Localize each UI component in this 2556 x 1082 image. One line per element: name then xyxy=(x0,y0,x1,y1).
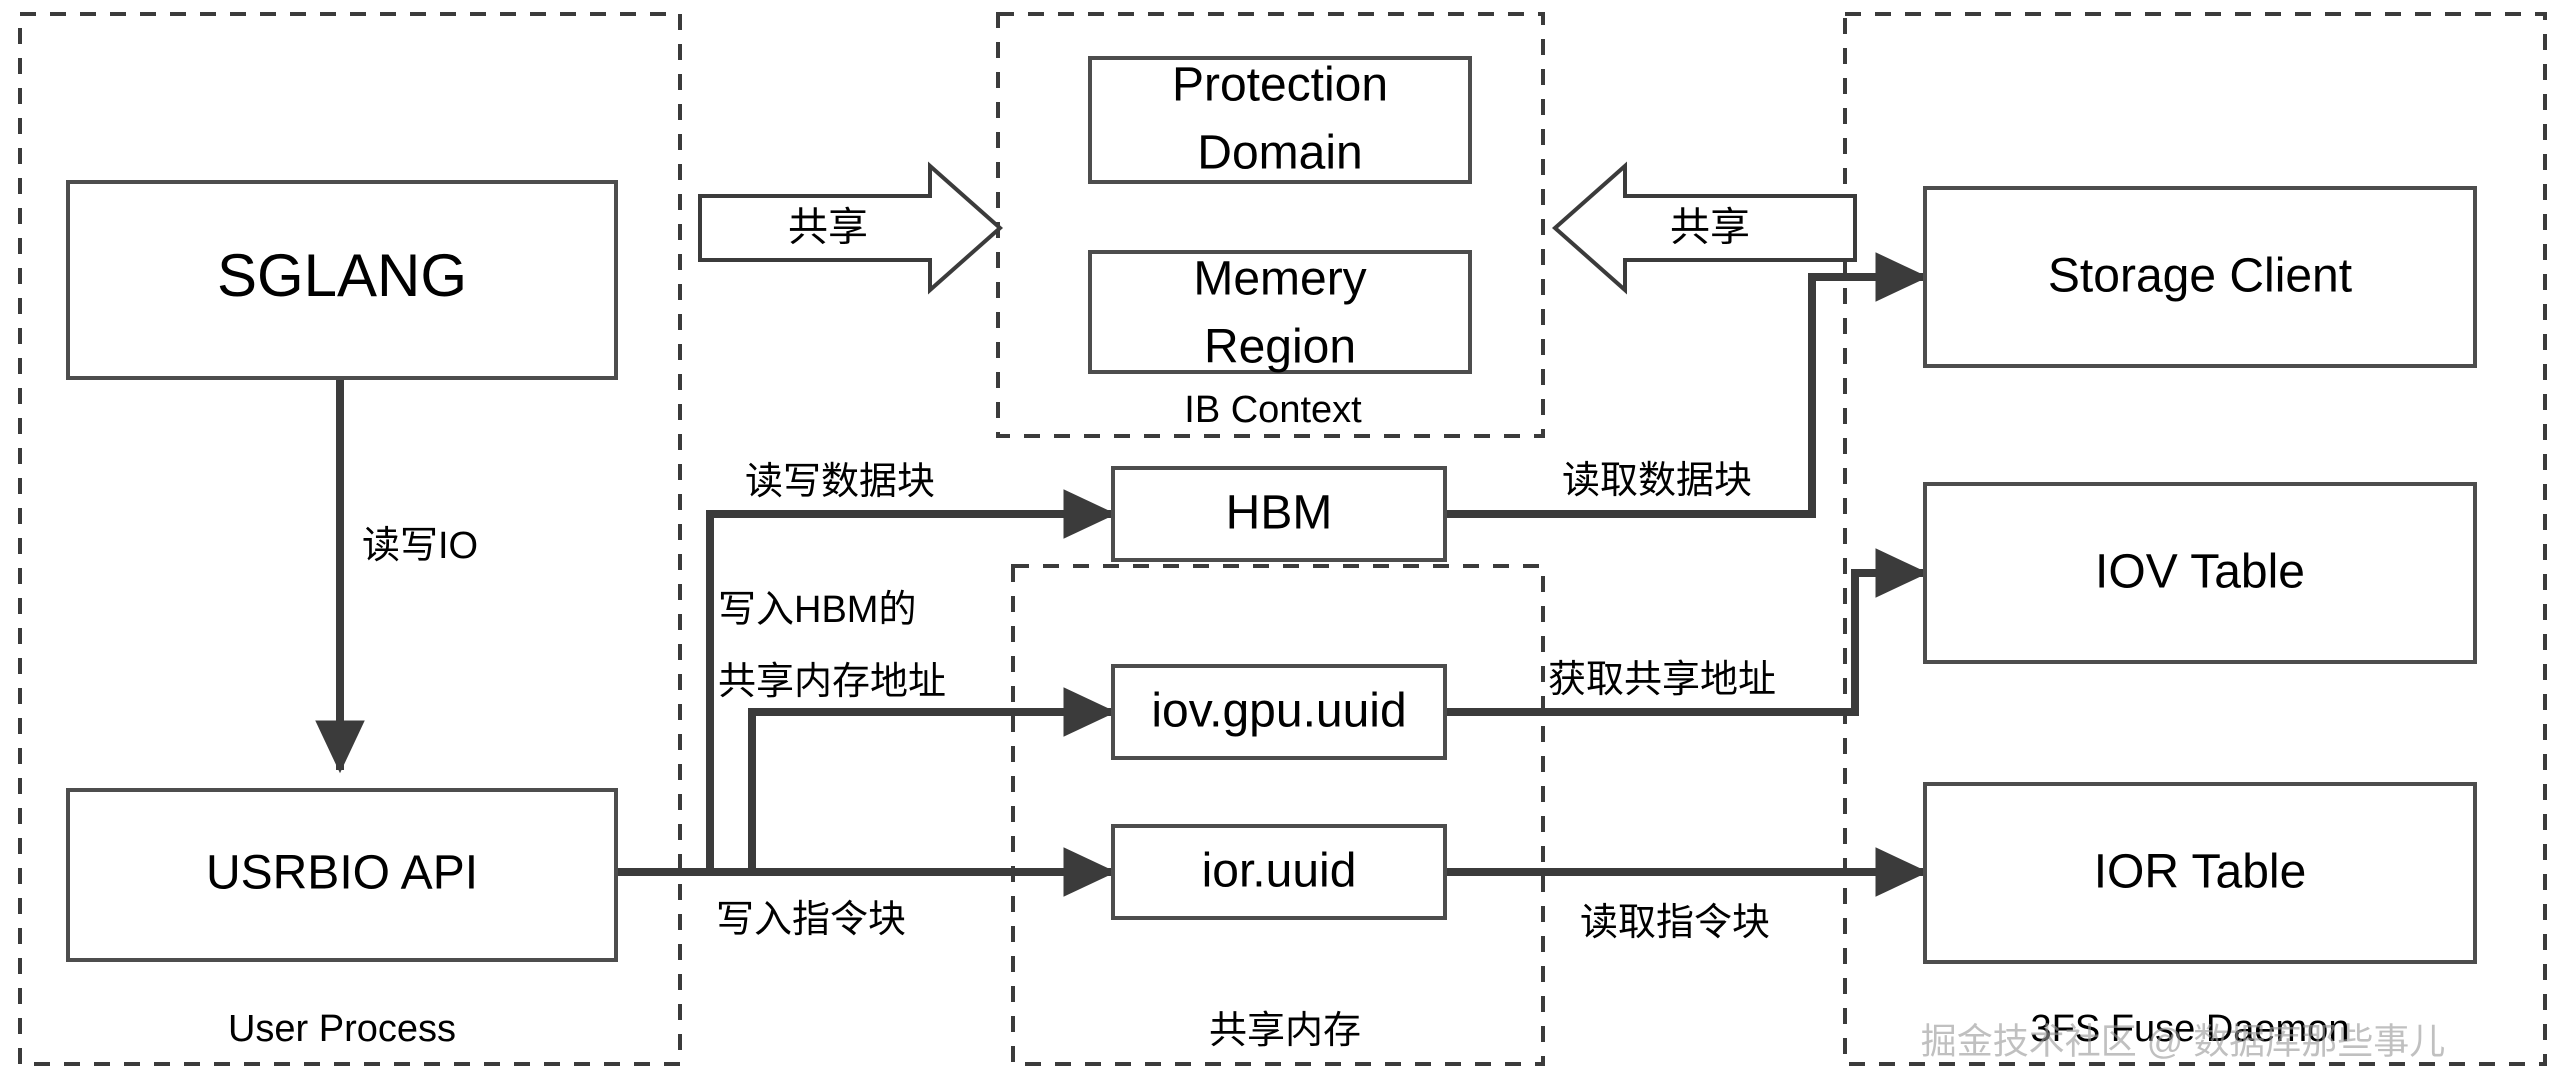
box-label-sglang: SGLANG xyxy=(217,242,467,309)
edge-label-read-data-block: 读取数据块 xyxy=(1562,460,1752,502)
box-memery-region[interactable] xyxy=(1088,250,1472,374)
box-label-memery-region-line1: Memery xyxy=(1193,253,1366,306)
box-label-storage-client: Storage Client xyxy=(2048,250,2352,303)
zone-fuse-daemon xyxy=(1843,12,2547,1066)
box-label-protection-domain-line2: Domain xyxy=(1197,127,1362,180)
box-hbm[interactable] xyxy=(1111,466,1447,562)
zone-label-fuse-daemon: 3FS Fuse Daemon xyxy=(2031,1008,2350,1050)
box-iov-gpu-uuid[interactable] xyxy=(1111,664,1447,760)
connector-usrbio-to-hbm xyxy=(706,489,1117,872)
block-arrow-label-share-ltr: 共享 xyxy=(788,206,868,250)
zone-label-shared-memory: 共享内存 xyxy=(1209,1010,1361,1052)
box-sglang[interactable] xyxy=(66,180,618,380)
box-label-protection-domain-line1: Protection xyxy=(1172,59,1388,112)
box-label-usrbio-api: USRBIO API xyxy=(206,847,478,900)
box-label-iov-table: IOV Table xyxy=(2095,546,2305,599)
connector-usrbio-to-iov xyxy=(748,687,1117,872)
edge-label-read-write-data-block: 读写数据块 xyxy=(745,461,935,503)
box-ior-table[interactable] xyxy=(1923,782,2477,964)
connector-iov-to-iov-table xyxy=(1445,548,1929,716)
edge-label-get-shared-address: 获取共享地址 xyxy=(1548,659,1776,701)
zone-user-process xyxy=(18,12,682,1066)
block-arrow-share-left-to-right xyxy=(698,161,1004,295)
zone-shared-memory xyxy=(1011,564,1545,1066)
box-iov-table[interactable] xyxy=(1923,482,2477,664)
block-arrow-share-right-to-left xyxy=(1551,161,1857,295)
zone-label-user-process: User Process xyxy=(228,1008,456,1050)
box-storage-client[interactable] xyxy=(1923,186,2477,368)
zone-label-ib-context: IB Context xyxy=(1184,389,1362,431)
box-label-iov-gpu-uuid: iov.gpu.uuid xyxy=(1151,685,1406,738)
edge-label-read-write-io: 读写IO xyxy=(362,525,478,567)
box-label-hbm: HBM xyxy=(1226,487,1333,540)
edge-label-write-hbm-addr-line1: 写入HBM的 xyxy=(718,589,916,631)
box-protection-domain[interactable] xyxy=(1088,56,1472,184)
edge-label-write-hbm-addr-line2: 共享内存地址 xyxy=(718,661,946,703)
watermark-text: 掘金技术社区 @ 数据库那些事儿 xyxy=(1921,1021,2446,1062)
connector-hbm-to-storage-client xyxy=(1445,252,1929,518)
box-ior-uuid[interactable] xyxy=(1111,824,1447,920)
edge-label-read-command-block: 读取指令块 xyxy=(1580,902,1770,944)
box-label-ior-uuid: ior.uuid xyxy=(1202,845,1357,898)
edge-label-write-command-block: 写入指令块 xyxy=(716,899,906,941)
box-label-ior-table: IOR Table xyxy=(2094,846,2307,899)
box-usrbio-api[interactable] xyxy=(66,788,618,962)
block-arrow-label-share-rtl: 共享 xyxy=(1670,206,1750,250)
box-label-memery-region-line2: Region xyxy=(1204,321,1356,374)
